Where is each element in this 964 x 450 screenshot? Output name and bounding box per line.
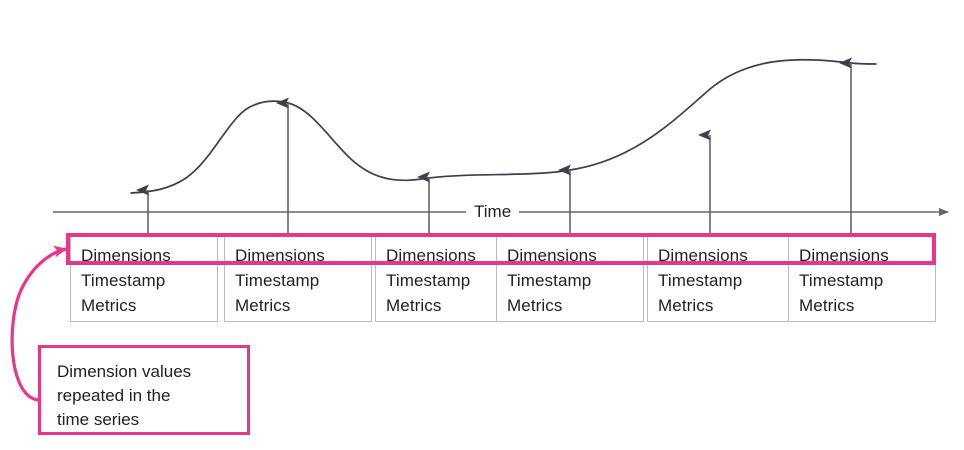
- record-dimensions: Dimensions: [386, 246, 476, 265]
- record-timestamp: Timestamp: [386, 271, 471, 290]
- record-metrics: Metrics: [799, 296, 855, 315]
- record-box[interactable]: Dimensions Timestamp Metrics: [647, 236, 795, 322]
- record-timestamp: Timestamp: [799, 271, 884, 290]
- metric-curve: [130, 58, 877, 194]
- time-axis-label: Time: [466, 202, 520, 222]
- record-metrics: Metrics: [386, 296, 442, 315]
- record-dimensions: Dimensions: [507, 246, 597, 265]
- record-box[interactable]: Dimensions Timestamp Metrics: [496, 236, 644, 322]
- record-box[interactable]: Dimensions Timestamp Metrics: [224, 236, 372, 322]
- record-dimensions: Dimensions: [799, 246, 889, 265]
- record-dimensions: Dimensions: [235, 246, 325, 265]
- record-box[interactable]: Dimensions Timestamp Metrics: [70, 236, 218, 322]
- record-metrics: Metrics: [81, 296, 137, 315]
- record-box[interactable]: Dimensions Timestamp Metrics: [788, 236, 936, 322]
- record-timestamp: Timestamp: [658, 271, 743, 290]
- callout-connector-arrow: [10, 245, 68, 402]
- record-metrics: Metrics: [235, 296, 291, 315]
- record-timestamp: Timestamp: [507, 271, 592, 290]
- callout-line-2: repeated in the: [57, 386, 171, 405]
- record-metrics: Metrics: [658, 296, 714, 315]
- record-timestamp: Timestamp: [235, 271, 320, 290]
- record-metrics: Metrics: [507, 296, 563, 315]
- callout-line-1: Dimension values: [57, 362, 192, 381]
- record-timestamp: Timestamp: [81, 271, 166, 290]
- record-dimensions: Dimensions: [658, 246, 748, 265]
- callout-line-3: time series: [57, 410, 140, 429]
- callout-note: Dimension values repeated in the time se…: [38, 345, 250, 435]
- record-dimensions: Dimensions: [81, 246, 171, 265]
